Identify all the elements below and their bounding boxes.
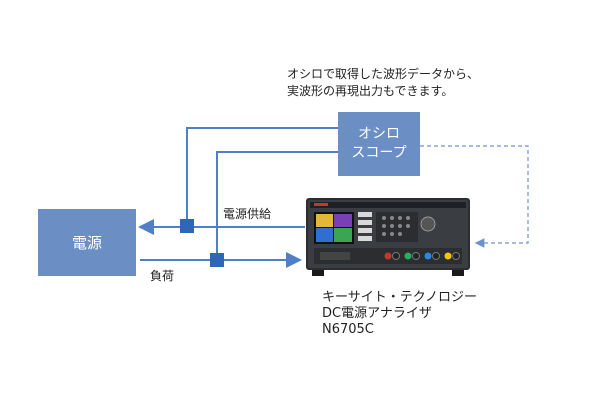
caption-text: オシロで取得した波形データから、 実波形の再現出力もできます。 <box>287 66 479 100</box>
supply-label: 電源供給 <box>223 207 272 221</box>
oscilloscope-label-line-2: スコープ <box>351 145 407 161</box>
caption-line-1: オシロで取得した波形データから、 <box>287 67 480 81</box>
power-supply-box: 電源 <box>38 209 136 276</box>
probe-wire-1 <box>186 127 338 222</box>
power-supply-label: 電源 <box>71 234 102 252</box>
device-caption-line-3: N6705C <box>322 322 374 337</box>
oscilloscope-label-line-1: オシロ <box>358 126 400 142</box>
probe-wire-2 <box>216 151 338 255</box>
dc-power-analyzer-image <box>306 198 470 276</box>
device-caption-line-1: キーサイト・テクノロジー <box>322 290 477 305</box>
oscilloscope-box: オシロ スコープ <box>338 112 420 176</box>
probe-junction-1 <box>180 219 194 233</box>
probe-junction-2 <box>210 253 224 267</box>
load-label: 負荷 <box>150 269 175 283</box>
device-caption-line-2: DC電源アナライザ <box>322 306 432 321</box>
waveform-data-line <box>420 145 529 248</box>
caption-line-2: 実波形の再現出力もできます。 <box>287 84 454 98</box>
device-caption: キーサイト・テクノロジー DC電源アナライザ N6705C <box>322 290 477 338</box>
